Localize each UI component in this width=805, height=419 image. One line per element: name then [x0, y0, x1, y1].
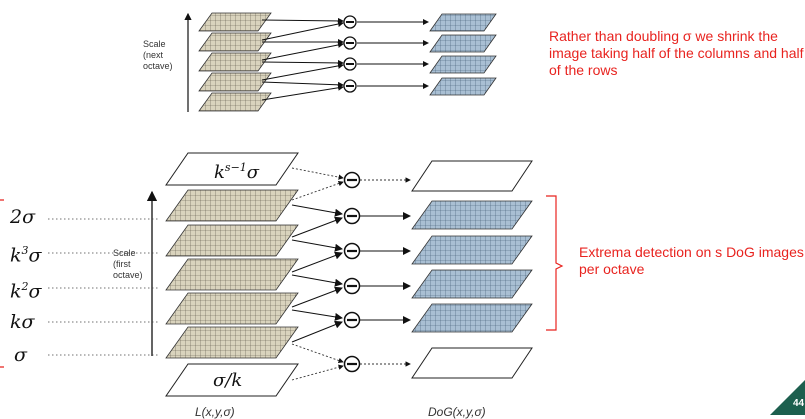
sigma-base: k [10, 280, 22, 303]
top-layer-label: ks−1σ [214, 157, 259, 184]
next-octave-diagram [184, 12, 497, 112]
slide-number-badge [770, 380, 805, 415]
dog-layer [411, 200, 533, 230]
sigma-symbol: σ [28, 244, 42, 267]
dog-caption: DoG(x,y,σ) [428, 405, 486, 419]
dog-layer-small [429, 34, 497, 53]
gaussian-caption: L(x,y,σ) [195, 405, 235, 419]
octave-note: Rather than doubling σ we shrink the ima… [549, 28, 804, 78]
slide-number: 44 [793, 398, 805, 409]
dog-layer-bottom-blank [411, 347, 533, 379]
sigma-label-ksigma: kσ [10, 311, 35, 333]
gaussian-layer-small [198, 12, 272, 32]
gaussian-layer-small [198, 72, 272, 92]
scale-label-line: Scale [113, 248, 136, 258]
sigma-symbol: σ [28, 280, 42, 303]
sigma-label-k2sigma: k2σ [10, 276, 42, 302]
dog-layer-small [429, 55, 497, 74]
extrema-note: Extrema detection on s DoG images per oc… [579, 244, 804, 277]
sigma-base: k [10, 244, 22, 267]
dog-layer [411, 235, 533, 265]
scale-label-line: (next [143, 50, 164, 60]
sigma-exponent: 3 [21, 244, 29, 257]
gaussian-layer [165, 224, 299, 257]
scale-label-line: octave) [113, 270, 143, 280]
left-bracket [0, 199, 4, 368]
dog-layer-small [429, 13, 497, 32]
layer-label-base: k [214, 162, 225, 183]
scale-label-next-octave: Scale (next octave) [143, 39, 185, 72]
bottom-layer-label: σ/k [213, 370, 243, 391]
gaussian-layer-small [198, 32, 272, 52]
scale-label-line: octave) [143, 61, 173, 71]
sigma-exponent: 2 [21, 280, 29, 293]
layer-label-exponent: s−1 [224, 161, 247, 174]
dog-layer [411, 269, 533, 299]
gaussian-layer [165, 258, 299, 291]
gaussian-layer [165, 189, 299, 222]
dog-layer-top-blank [411, 160, 533, 192]
sigma-label-k3sigma: k3σ [10, 240, 42, 266]
sigma-label-sigma: σ [14, 344, 27, 366]
scale-label-line: (first [113, 259, 131, 269]
gaussian-layer-bottom-blank [165, 363, 299, 397]
dog-layer-small [429, 77, 497, 96]
minus-operator-icon [343, 171, 361, 373]
first-octave-diagram [0, 152, 564, 397]
scale-label-first-octave: Scale (first octave) [113, 248, 153, 281]
scale-label-line: Scale [143, 39, 166, 49]
sigma-symbol: σ [246, 162, 260, 183]
gaussian-layer [165, 326, 299, 359]
dog-layer [411, 303, 533, 333]
gaussian-layer-top-blank [165, 152, 299, 186]
extrema-bracket [546, 195, 564, 331]
sigma-label-2sigma: 2σ [10, 206, 36, 228]
minus-operator-icon [343, 15, 357, 93]
gaussian-layer-small [198, 92, 272, 112]
gaussian-layer [165, 292, 299, 325]
gaussian-layer-small [198, 52, 272, 72]
